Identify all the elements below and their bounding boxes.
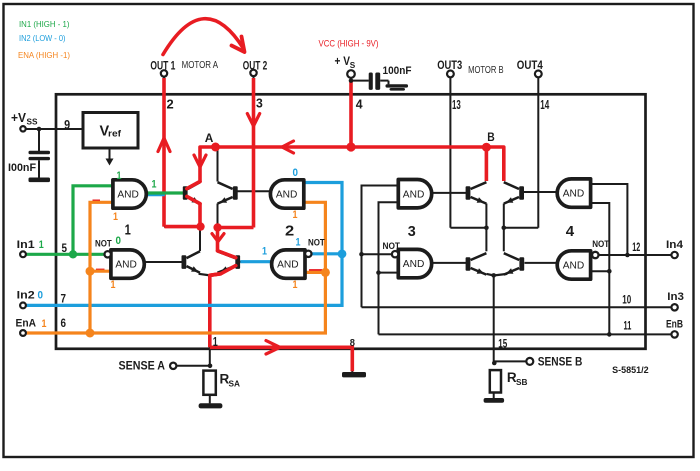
svg-text:1: 1 xyxy=(39,239,44,251)
svg-text:2: 2 xyxy=(167,96,174,111)
svg-text:AND: AND xyxy=(403,258,425,270)
svg-text:MOTOR B: MOTOR B xyxy=(468,65,504,76)
svg-text:AND: AND xyxy=(403,188,425,200)
svg-text:4: 4 xyxy=(566,224,574,240)
svg-text:10: 10 xyxy=(622,295,631,307)
svg-text:5: 5 xyxy=(62,243,68,255)
svg-text:AND: AND xyxy=(563,260,585,272)
svg-text:1: 1 xyxy=(117,170,122,182)
svg-text:1: 1 xyxy=(152,179,157,191)
svg-text:AND: AND xyxy=(277,259,299,271)
svg-text:A: A xyxy=(205,133,214,145)
svg-text:1: 1 xyxy=(113,211,118,223)
svg-text:V: V xyxy=(100,124,110,140)
svg-text:EnB: EnB xyxy=(666,318,683,330)
svg-text:In1: In1 xyxy=(17,239,35,251)
svg-text:11: 11 xyxy=(624,320,632,332)
svg-text:In2: In2 xyxy=(17,289,35,301)
svg-text:OUT 2: OUT 2 xyxy=(243,58,268,72)
svg-text:SENSE A: SENSE A xyxy=(119,359,166,373)
svg-text:7: 7 xyxy=(61,293,67,305)
svg-text:0: 0 xyxy=(116,235,122,247)
svg-text:AND: AND xyxy=(115,259,137,271)
svg-text:1: 1 xyxy=(213,335,218,349)
svg-text:13: 13 xyxy=(452,97,461,112)
svg-text:15: 15 xyxy=(498,336,507,350)
svg-text:SS: SS xyxy=(27,118,39,127)
svg-text:6: 6 xyxy=(61,318,67,330)
svg-text:8: 8 xyxy=(350,338,356,349)
svg-text:EnA: EnA xyxy=(16,318,37,330)
svg-text:1: 1 xyxy=(262,246,267,258)
svg-text:0: 0 xyxy=(38,289,44,301)
svg-text:S-5851/2: S-5851/2 xyxy=(612,365,649,375)
svg-text:12: 12 xyxy=(632,242,640,254)
svg-text:OUT 1: OUT 1 xyxy=(150,58,175,72)
svg-text:R: R xyxy=(220,372,230,387)
svg-text:AND: AND xyxy=(563,188,585,200)
svg-text:9: 9 xyxy=(64,118,70,132)
svg-text:B: B xyxy=(487,132,495,144)
svg-text:1: 1 xyxy=(111,279,116,291)
svg-text:In3: In3 xyxy=(667,291,684,303)
svg-text:+V: +V xyxy=(11,111,27,125)
svg-text:OUT4: OUT4 xyxy=(517,58,543,72)
svg-text:S: S xyxy=(350,61,356,70)
svg-text:IN1 (HIGH - 1): IN1 (HIGH - 1) xyxy=(19,19,70,29)
svg-text:NOT: NOT xyxy=(95,239,112,249)
svg-text:IN2 (LOW - 0): IN2 (LOW - 0) xyxy=(19,33,66,43)
svg-text:ref: ref xyxy=(108,129,121,139)
svg-text:SENSE B: SENSE B xyxy=(538,355,583,369)
svg-text:AND: AND xyxy=(117,189,139,201)
svg-text:NOT: NOT xyxy=(592,239,610,249)
svg-text:0: 0 xyxy=(293,167,299,179)
svg-text:1: 1 xyxy=(42,318,47,330)
svg-text:I00nF: I00nF xyxy=(8,162,36,174)
svg-text:3: 3 xyxy=(408,224,416,240)
svg-text:SB: SB xyxy=(516,377,528,387)
svg-text:2: 2 xyxy=(285,224,294,240)
svg-text:NOT: NOT xyxy=(383,241,401,251)
svg-text:NOT: NOT xyxy=(308,237,325,247)
svg-text:1: 1 xyxy=(293,279,298,291)
svg-text:AND: AND xyxy=(276,189,298,201)
svg-text:OUT3: OUT3 xyxy=(437,58,462,72)
svg-text:R: R xyxy=(507,370,517,385)
svg-text:ENA (HIGH -1): ENA (HIGH -1) xyxy=(18,50,70,60)
svg-text:+ V: + V xyxy=(335,54,351,68)
svg-text:1: 1 xyxy=(293,209,298,221)
svg-text:1: 1 xyxy=(125,223,131,239)
svg-text:1: 1 xyxy=(296,237,301,249)
svg-text:4: 4 xyxy=(356,96,364,111)
svg-text:3: 3 xyxy=(256,96,263,111)
svg-text:MOTOR A: MOTOR A xyxy=(182,60,219,71)
svg-text:14: 14 xyxy=(540,97,549,112)
svg-text:100nF: 100nF xyxy=(383,65,412,77)
svg-text:SA: SA xyxy=(229,379,241,389)
svg-text:In4: In4 xyxy=(666,239,684,251)
svg-text:VCC (HIGH - 9V): VCC (HIGH - 9V) xyxy=(319,39,379,50)
